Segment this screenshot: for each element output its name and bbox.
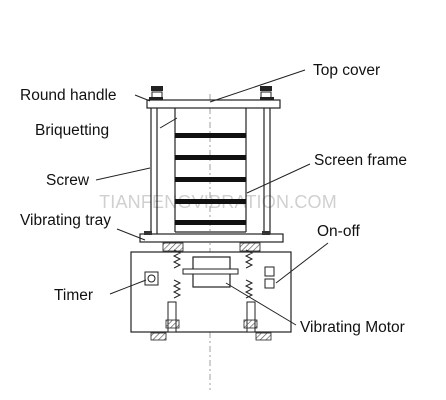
label-timer: Timer: [54, 287, 93, 304]
label-top-cover: Top cover: [313, 62, 380, 79]
label-vibrating-motor: Vibrating Motor: [300, 319, 405, 336]
label-on-off: On-off: [317, 223, 360, 240]
label-round-handle: Round handle: [20, 87, 117, 104]
vibrating-motor: [165, 249, 258, 333]
label-vibrating-tray: Vibrating tray: [20, 212, 111, 229]
leader-lines: [95, 69, 329, 326]
label-screw: Screw: [46, 172, 90, 189]
screen-frame-stack: [174, 108, 247, 233]
screw-rod-right: [263, 108, 271, 234]
foot-right: [255, 332, 272, 341]
vibrating-tray: [139, 231, 284, 243]
label-briquetting: Briquetting: [35, 122, 109, 139]
foot-left: [150, 332, 167, 341]
label-screen-frame: Screen frame: [314, 152, 407, 169]
round-handle-right: [260, 86, 274, 100]
on-off-switch: [264, 266, 275, 289]
timer-dial: [144, 271, 159, 286]
screw-rod-left: [150, 108, 158, 234]
round-handle-left: [149, 86, 163, 100]
